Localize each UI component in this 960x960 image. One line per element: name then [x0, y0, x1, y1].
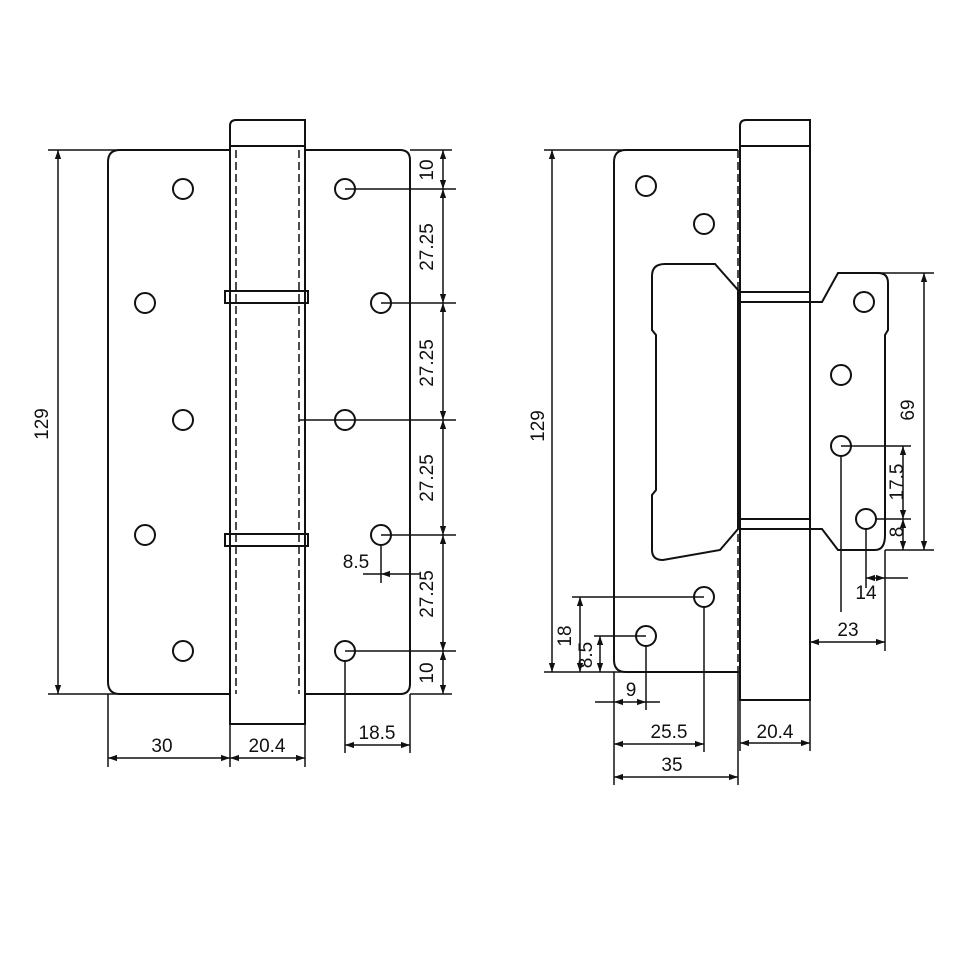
screw-hole — [172, 178, 194, 200]
screw-hole — [853, 291, 875, 313]
dim-knuckle-width: 20.4 — [249, 736, 286, 757]
dim-pitch-4: 27.25 — [417, 570, 438, 618]
knuckle-barrel — [739, 119, 811, 701]
dim-hole-x-offset: 8.5 — [343, 552, 369, 573]
screw-hole — [172, 640, 194, 662]
dim-knuckle-width: 20.4 — [757, 722, 794, 743]
screw-hole — [172, 409, 194, 431]
screw-hole — [635, 175, 657, 197]
dim-hole-pitch: 17.5 — [887, 464, 908, 501]
dim-hole-edge-offset: 18.5 — [359, 723, 396, 744]
dim-top-margin: 10 — [417, 159, 438, 180]
dim-hole-height-high: 18 — [555, 625, 576, 646]
right-leaf-outline — [305, 149, 411, 695]
main-leaf-outline — [613, 149, 738, 673]
dim-hole-height-low: 8.5 — [576, 642, 597, 668]
screw-hole — [855, 508, 877, 530]
dim-hole-x-low: 9 — [626, 680, 637, 701]
screw-hole — [134, 524, 156, 546]
dim-overall-height: 129 — [528, 410, 549, 442]
right-hinge-view: 129 69 17.5 8 14 23 20.4 18 — [528, 119, 934, 785]
dim-pitch-1: 27.25 — [417, 223, 438, 271]
left-leaf-outline — [107, 149, 230, 695]
dim-offset-height: 69 — [898, 399, 919, 420]
dim-hole-bottom: 8 — [887, 527, 908, 538]
screw-hole — [134, 292, 156, 314]
dim-bottom-margin: 10 — [417, 662, 438, 683]
dim-plate-width: 23 — [837, 620, 858, 641]
upper-band — [224, 290, 309, 304]
screw-hole — [830, 364, 852, 386]
dim-overall-height: 129 — [32, 408, 53, 440]
dim-hole-x-high: 25.5 — [651, 722, 688, 743]
dim-total-width: 35 — [661, 755, 682, 776]
dim-leaf-left-width: 30 — [151, 736, 172, 757]
offset-plate — [810, 272, 889, 551]
dim-hole-offset: 14 — [855, 583, 877, 604]
leaf-cutout — [651, 263, 739, 562]
knuckle-barrel — [229, 119, 306, 725]
dim-pitch-3: 27.25 — [417, 454, 438, 502]
dim-pitch-2: 27.25 — [417, 339, 438, 387]
left-hinge-view: 10 27.25 27.25 27.25 27.25 10 129 8.5 30… — [32, 119, 456, 767]
screw-hole — [693, 213, 715, 235]
lower-band — [224, 533, 309, 547]
